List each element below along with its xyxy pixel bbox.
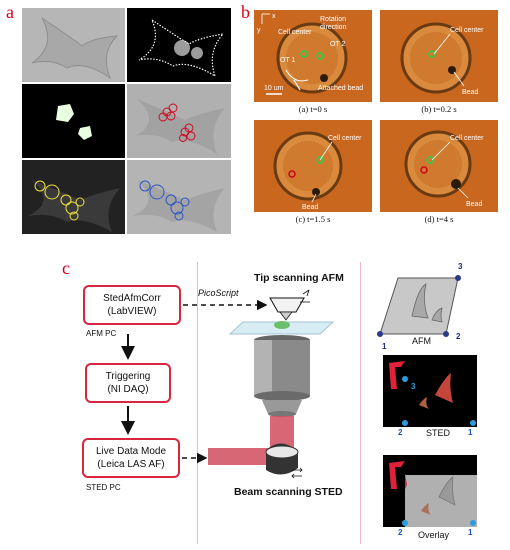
stedafmcorr-line1: StedAfmCorr (103, 293, 161, 304)
triggering-line1: Triggering (105, 371, 151, 382)
optical-trap-frame-t4: Cell center Bead (380, 120, 498, 212)
b1-label-cell-center: Cell center (278, 29, 312, 36)
sted-image: 3 (383, 355, 477, 427)
optical-trap-frame-t15: Cell center Bead (254, 120, 372, 212)
sted-corner-3: 3 (411, 382, 416, 391)
overlay-image (383, 455, 477, 527)
b3-label-cell-center: Cell center (328, 135, 362, 142)
afm-corner-3-dot (455, 275, 461, 281)
b1-axis-y: y (257, 27, 261, 34)
objective-lens (254, 335, 310, 417)
panel-b-caption-t15: (c) t=1.5 s (295, 214, 331, 224)
panel-b-frame-t15: Cell center Bead (254, 120, 372, 212)
afm-corner-2-dot (443, 331, 449, 337)
sted-label: STED (426, 428, 451, 438)
sample-cell (274, 321, 290, 329)
panel-a-tile-yellow-circles (22, 160, 125, 234)
afm-corner-1: 1 (382, 342, 387, 351)
nuclei-mask-image (22, 84, 125, 158)
triggering-box: Triggering (NI DAQ) (85, 363, 171, 403)
b2-label-cell-center: Cell center (450, 27, 484, 34)
triggering-line2: (NI DAQ) (107, 384, 149, 395)
sted-corner-1: 1 (468, 428, 473, 437)
b1-label-direction: direction (320, 24, 347, 31)
afm-pc-label: AFM PC (86, 329, 117, 338)
stedafmcorr-box: StedAfmCorr (LabVIEW) (83, 285, 181, 325)
b3-label-bead: Bead (302, 204, 318, 211)
live-data-mode-box: Live Data Mode (Leica LAS AF) (82, 438, 180, 478)
yellow-circle-overlay-image (22, 160, 125, 234)
overlay-image-content (383, 455, 477, 527)
tip-scanning-afm-label: Tip scanning AFM (254, 272, 344, 284)
b2-label-bead: Bead (462, 89, 478, 96)
b1-label-attached-bead: Attached bead (318, 85, 363, 92)
overlay-corner-1: 1 (468, 528, 473, 537)
cell-threshold-image (127, 8, 231, 82)
panel-b-caption-t0: (a) t=0 s (298, 104, 328, 114)
panel-c-divider-right (360, 262, 361, 544)
panel-b-letter: b (241, 2, 250, 22)
overlay-corner-2-dot (402, 520, 408, 526)
panel-c-letter: c (62, 258, 70, 278)
picoscript-label: PicoScript (198, 288, 239, 298)
overlay-label: Overlay (418, 530, 450, 540)
afm-corner-1-dot (377, 331, 383, 337)
cell-brightfield-image (22, 8, 125, 82)
b1-label-rotation: Rotation (320, 16, 346, 23)
optical-trap-frame-t0: Cell center Rotation direction OT 1 OT 2… (254, 10, 372, 102)
scan-mirror (265, 443, 299, 475)
panel-a-letter: a (6, 2, 14, 22)
panel-a-tile-nuclei (22, 84, 125, 158)
beam-scanning-sted-label: Beam scanning STED (234, 486, 343, 498)
laser-beam-horizontal (208, 448, 278, 465)
optical-trap-frame-t02: Cell center Bead (380, 10, 498, 102)
panel-a-tile-red-circles (127, 84, 231, 158)
stedafmcorr-line2: (LabVIEW) (107, 306, 157, 317)
sted-corner-2: 2 (398, 428, 403, 437)
panel-a-tile-brightfield (22, 8, 125, 82)
panel-a-tile-threshold (127, 8, 231, 82)
b1-label-ot2: OT 2 (330, 41, 346, 48)
afm-corner-3: 3 (458, 262, 463, 271)
sted-image-content: 3 (383, 355, 477, 427)
b1-label-ot1: OT 1 (280, 57, 296, 64)
panel-b-frame-t4: Cell center Bead (380, 120, 498, 212)
sted-corner-3-dot (402, 376, 408, 382)
panel-b-frame-t0: Cell center Rotation direction OT 1 OT 2… (254, 10, 372, 102)
sted-corner-2-dot (402, 420, 408, 426)
panel-c-divider-left (197, 262, 198, 544)
panel-b-caption-t4: (d) t=4 s (424, 214, 454, 224)
afm-corner-2: 2 (456, 332, 461, 341)
b4-label-bead: Bead (466, 201, 482, 208)
b4-label-cell-center: Cell center (450, 135, 484, 142)
sted-corner-1-dot (470, 420, 476, 426)
overlay-corner-1-dot (470, 520, 476, 526)
live-data-mode-line2: (Leica LAS AF) (97, 459, 165, 470)
panel-a-tile-blue-circles (127, 160, 231, 234)
overlay-corner-2: 2 (398, 528, 403, 537)
afm-label: AFM (412, 336, 431, 346)
panel-b-caption-t02: (b) t=0.2 s (421, 104, 457, 114)
sted-pc-label: STED PC (86, 483, 121, 492)
afm-topography-plane (377, 275, 461, 337)
panel-b-frame-t02: Cell center Bead (380, 10, 498, 102)
afm-cantilever (269, 289, 310, 321)
red-circle-overlay-image (127, 84, 231, 158)
b1-axis-x: x (272, 13, 276, 20)
blue-circle-overlay-image (127, 160, 231, 234)
b1-scale-bar-label: 10 um (264, 85, 284, 92)
live-data-mode-line1: Live Data Mode (95, 446, 167, 457)
